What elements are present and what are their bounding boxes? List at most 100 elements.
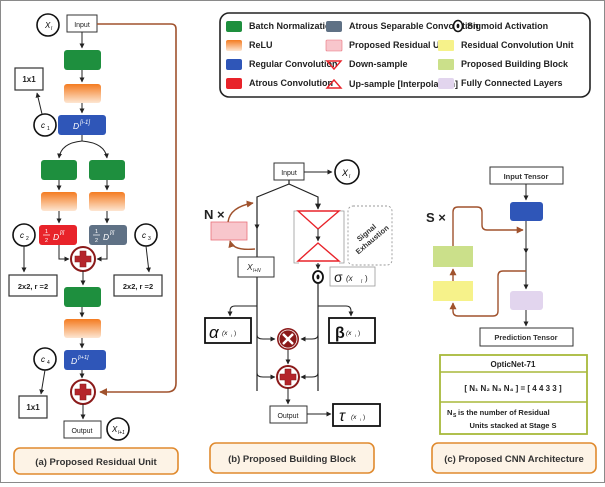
panel-caption: (c) Proposed CNN Architecture (444, 454, 584, 465)
skip-connection-arrow (97, 23, 177, 396)
legend-label: Batch Normalization (249, 21, 336, 31)
regular-conv-block (510, 202, 543, 221)
c2-node: c 2 (12, 223, 36, 247)
legend-swatch-res-conv-unit (438, 40, 454, 51)
legend-swatch-building-block (438, 59, 454, 70)
legend-label: Sigmoid Activation (467, 21, 548, 31)
add-operator-icon (70, 379, 96, 405)
svg-text:τ: τ (339, 408, 346, 425)
sigmoid-icon (452, 19, 464, 33)
svg-text:is the number of Residual: is the number of Residual (458, 408, 550, 417)
relu-block (89, 192, 125, 211)
sigmoid-icon (312, 270, 324, 284)
down-sample-icon (325, 60, 343, 71)
caption-box (431, 442, 597, 474)
svg-text:): ) (363, 414, 365, 421)
svg-text:l: l (360, 417, 361, 422)
c4-node: c 4 (33, 347, 57, 371)
legend-label: Regular Convolution (249, 59, 338, 69)
panel-cnn-architecture: Input Tensor Prediction Tensor S × Optic… (426, 166, 597, 474)
svg-text:c: c (41, 121, 45, 130)
legend-swatch-atrous-sep-conv (326, 21, 342, 32)
residual-conv-unit-block (433, 281, 473, 301)
kernel-box (113, 274, 163, 297)
svg-text:α: α (209, 323, 220, 342)
repeat-n-label: N × (204, 207, 225, 222)
svg-text:2: 2 (45, 238, 48, 244)
batch-norm-block (64, 287, 101, 307)
svg-text:2x2, r =2: 2x2, r =2 (123, 282, 153, 291)
svg-text:1: 1 (47, 126, 50, 132)
output-label: Output (71, 428, 92, 435)
svg-text:c: c (142, 231, 146, 240)
svg-text:X: X (341, 168, 349, 178)
svg-text:2: 2 (26, 236, 29, 242)
regular-conv-block (64, 350, 106, 370)
output-box (63, 420, 102, 439)
svg-text:1x1: 1x1 (22, 75, 36, 84)
legend-label: Atrous Separable Convolution (349, 21, 479, 31)
svg-text:l: l (51, 26, 53, 32)
svg-text:): ) (234, 330, 236, 337)
panel-caption: (a) Proposed Residual Unit (35, 457, 157, 468)
legend-swatch-regular-conv (226, 59, 242, 70)
svg-text:l: l (349, 174, 351, 180)
input-label: Input (281, 170, 297, 177)
output-label: Output (277, 413, 298, 420)
add-operator-icon (70, 246, 96, 272)
svg-text:): ) (365, 274, 368, 283)
repeat-s-label: S × (426, 210, 446, 225)
x-out-node: X l+1 (106, 417, 130, 441)
svg-text:[i]: [i] (109, 230, 115, 236)
legend-label: Residual Convolution Unit (461, 40, 574, 50)
table-formula: [ N₁ N₂ N₃ N₄ ] = [ 4 4 3 3 ] (464, 384, 562, 393)
svg-text:1: 1 (45, 229, 48, 235)
panel-residual-unit: X l Input D [i-1] c 1 1x1 (8, 13, 179, 475)
table-title: OpticNet-71 (491, 360, 536, 369)
svg-text:(x: (x (346, 274, 354, 283)
svg-text:D: D (103, 232, 109, 242)
add-operator-icon (276, 365, 300, 389)
legend-label: Proposed Residual Unit (349, 40, 451, 50)
svg-text:X: X (44, 21, 51, 30)
svg-text:Prediction Tensor: Prediction Tensor (494, 333, 557, 342)
x-in-node: X l (334, 159, 360, 185)
prediction-tensor-box (479, 327, 574, 347)
svg-text:l: l (361, 279, 363, 285)
legend-label: Up-sample [Interpolation] (349, 79, 458, 89)
building-block (433, 246, 473, 267)
fully-connected-block (510, 291, 543, 310)
multiply-operator-icon (277, 328, 299, 350)
kernel-box (8, 274, 58, 297)
svg-text:(x: (x (351, 414, 357, 421)
svg-text:(x: (x (346, 330, 352, 337)
opticnet-table: OpticNet-71 [ N₁ N₂ N₃ N₄ ] = [ 4 4 3 3 … (439, 354, 588, 435)
down-sample-icon (296, 210, 341, 230)
panel-building-block: Input X l N × X l+N Signal Exhaustion (204, 159, 393, 474)
up-sample-icon (296, 242, 341, 262)
svg-text:[i]: [i] (59, 230, 65, 236)
relu-block (64, 319, 101, 338)
svg-text:N: N (447, 408, 452, 417)
beta-box (328, 317, 376, 344)
kernel-box (14, 67, 44, 91)
regular-conv-block (58, 115, 106, 135)
svg-text:D: D (71, 356, 77, 366)
relu-block (64, 84, 101, 103)
c3-node: c 3 (134, 223, 158, 247)
svg-text:2: 2 (95, 238, 98, 244)
svg-text:l+1: l+1 (118, 430, 125, 436)
signal-exhaustion-box (347, 205, 393, 266)
tau-box (332, 403, 381, 427)
svg-text:l+N: l+N (253, 268, 261, 274)
relu-block (41, 192, 77, 211)
svg-text:): ) (358, 330, 360, 337)
kernel-box (18, 395, 48, 419)
svg-text:1: 1 (95, 229, 98, 235)
caption-box (209, 442, 375, 474)
alpha-box (204, 317, 252, 344)
svg-text:Input Tensor: Input Tensor (504, 172, 549, 181)
svg-text:c: c (20, 231, 24, 240)
